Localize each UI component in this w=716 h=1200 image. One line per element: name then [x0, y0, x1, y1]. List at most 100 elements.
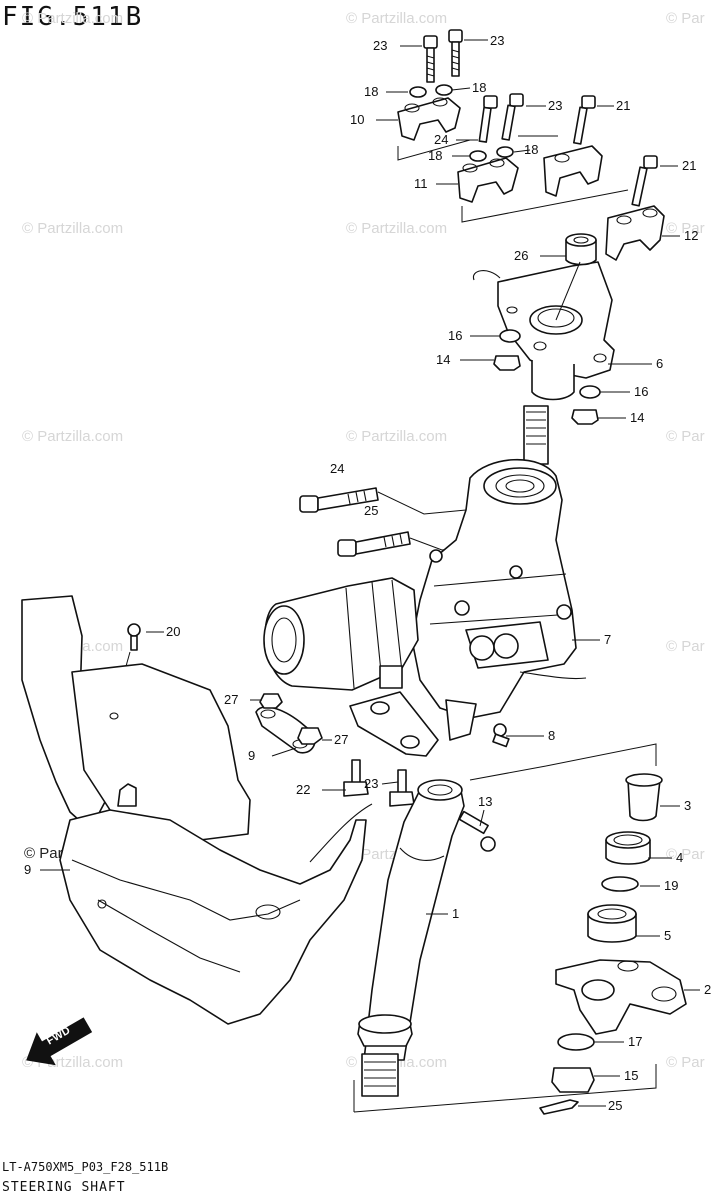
callout-18: 18	[472, 80, 487, 95]
callout-4: 4	[676, 850, 684, 865]
callout-15: 15	[624, 1068, 639, 1083]
callout-8: 8	[548, 728, 556, 743]
callout-21: 21	[616, 98, 631, 113]
callout-11: 10	[350, 112, 365, 127]
fwd-arrow-icon	[26, 1017, 93, 1066]
callout-24: 25	[364, 503, 379, 518]
washer-18	[496, 146, 514, 158]
callout-23: 24	[434, 132, 449, 147]
callout-24: 24	[330, 461, 345, 476]
callout-23: 23	[373, 38, 388, 53]
cotter-pin-25	[539, 1099, 579, 1115]
power-steering-unit-7	[349, 458, 587, 757]
watermark: © Partzilla.com	[346, 220, 448, 237]
o-ring-19	[601, 876, 639, 892]
handlebar-holder-11-upper	[397, 97, 461, 141]
figure-title: FIG.511B	[2, 2, 144, 32]
bolt-24-upper	[299, 487, 379, 513]
callout-16: 16	[448, 328, 463, 343]
seal-5	[587, 904, 637, 943]
bolt-8	[492, 723, 510, 748]
pitman-arm-2	[555, 959, 687, 1035]
nut-27	[297, 727, 323, 745]
bushing-3	[625, 773, 663, 822]
callout-2: 2	[704, 982, 712, 997]
collar-26	[565, 233, 597, 266]
callout-23: 23	[490, 33, 505, 48]
callout-27: 27	[224, 692, 239, 707]
bolt-23-left	[423, 35, 438, 83]
diagram-caption: STEERING SHAFT	[2, 1180, 126, 1195]
callout-26: 26	[514, 248, 529, 263]
watermark: © Par	[666, 10, 705, 27]
callout-22: 23	[364, 776, 379, 791]
watermark: © Par	[666, 846, 705, 863]
washer-18	[409, 86, 427, 98]
bolt-23-right	[448, 29, 463, 77]
callout-7: 7	[604, 632, 612, 647]
callout-1: 1	[452, 906, 460, 921]
bolt-21-upper	[573, 95, 596, 145]
callout-22: 22	[296, 782, 311, 797]
bolt-23-mid-right	[501, 93, 524, 141]
callout-13: 13	[478, 794, 493, 809]
watermark: © Par	[666, 1054, 705, 1071]
washer-18	[469, 150, 487, 162]
callout-9: 9	[24, 862, 32, 877]
seal-4	[605, 831, 651, 865]
watermark: © Partzilla.com	[22, 10, 124, 27]
watermark: © Partzilla.com	[346, 10, 448, 27]
bolt-21-lower	[631, 155, 658, 207]
handlebar-holder-11-lower	[457, 157, 519, 203]
callout-21: 21	[682, 158, 697, 173]
callout-23: 23	[548, 98, 563, 113]
washer-16	[579, 385, 601, 399]
callout-16: 16	[634, 384, 649, 399]
callout-14: 14	[630, 410, 645, 425]
callout-3: 3	[684, 798, 692, 813]
bolt-22-right	[389, 769, 415, 807]
nut-14	[493, 355, 521, 371]
callout-10: 9	[248, 748, 256, 763]
callout-20: 20	[166, 624, 181, 639]
bolt-22-left	[343, 759, 369, 797]
bolt-23-mid-left	[478, 95, 498, 143]
steering-bracket-6	[472, 261, 615, 401]
callout-6: 6	[656, 356, 664, 371]
washer-17	[557, 1033, 595, 1051]
steering-shaft-1	[357, 779, 465, 1097]
watermark: © Par	[666, 638, 705, 655]
skid-plate-9	[21, 595, 373, 1025]
washer-18	[435, 84, 453, 96]
steering-motor	[263, 577, 419, 691]
watermark: © Par	[666, 220, 705, 237]
callout-18: 18	[428, 148, 443, 163]
callout-18: 18	[524, 142, 539, 157]
nut-15	[551, 1067, 595, 1093]
bolt-20	[127, 623, 141, 651]
nut-27	[259, 693, 283, 709]
callout-27: 27	[334, 732, 349, 747]
watermark: © Par	[666, 428, 705, 445]
watermark: © Partzilla.com	[22, 220, 124, 237]
callout-11: 11	[414, 176, 428, 191]
callout-14: 14	[436, 352, 451, 367]
callout-19: 19	[664, 878, 679, 893]
callout-18: 18	[364, 84, 379, 99]
diagram-code: LT-A750XM5_P03_F28_511B	[2, 1160, 169, 1174]
handlebar-holder-12	[605, 205, 665, 261]
washer-16	[499, 329, 521, 343]
nut-14	[571, 409, 599, 425]
bolt-24-lower	[337, 531, 411, 557]
callout-25: 25	[608, 1098, 623, 1113]
watermark: © Partzilla.com	[22, 428, 124, 445]
handlebar-holder-upper	[543, 145, 603, 197]
spline-shaft-upper	[523, 405, 549, 465]
callout-12: 12	[684, 228, 699, 243]
callout-5: 5	[664, 928, 672, 943]
watermark: © Partzilla.com	[346, 428, 448, 445]
callout-17: 17	[628, 1034, 643, 1049]
bolt-13	[458, 810, 496, 852]
